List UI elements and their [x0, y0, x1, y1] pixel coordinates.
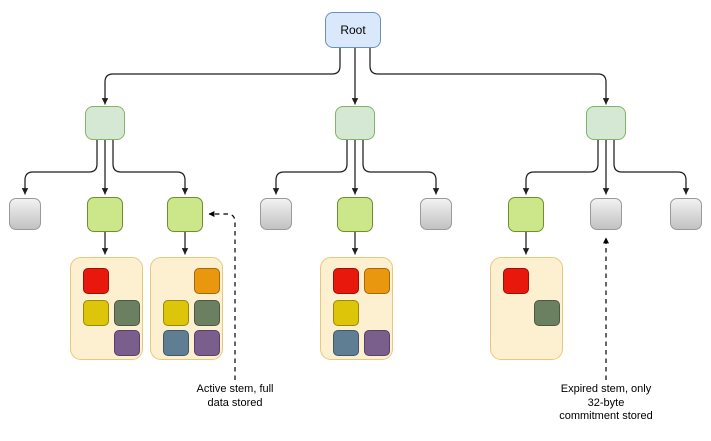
node-expired-stem-m3[interactable]	[420, 198, 452, 230]
leaf-chip[interactable]	[333, 268, 359, 294]
leaf-chip[interactable]	[194, 330, 220, 356]
node-active-stem-m2[interactable]	[337, 197, 373, 232]
leaf-group-4[interactable]	[490, 257, 563, 360]
node-expired-stem-m1[interactable]	[260, 198, 292, 230]
leaf-group-1[interactable]	[70, 257, 143, 360]
edge-branch-middle-c1	[272, 139, 348, 195]
edge-branch-right-c3	[613, 139, 690, 195]
edge-root-to-branch-left	[101, 47, 341, 105]
node-expired-stem-l1[interactable]	[9, 198, 41, 230]
leaf-chip[interactable]	[364, 268, 390, 294]
annotation-active-stem: Active stem, full data stored	[196, 383, 274, 409]
leaf-chip[interactable]	[83, 300, 109, 326]
annotation-expired-stem: Expired stem, only 32-byte commitment st…	[559, 383, 653, 422]
leaf-chip[interactable]	[83, 268, 109, 294]
leaf-chip[interactable]	[333, 300, 359, 326]
node-root[interactable]: Root	[325, 12, 381, 48]
leaf-chip[interactable]	[333, 330, 359, 356]
node-root-label: Root	[340, 23, 366, 37]
edge-root-to-branch-right	[369, 47, 610, 105]
node-expired-stem-r2[interactable]	[590, 198, 622, 230]
leaf-chip[interactable]	[163, 300, 189, 326]
leaf-chip[interactable]	[163, 330, 189, 356]
leaf-chip[interactable]	[194, 300, 220, 326]
edge-branch-left-c1	[21, 139, 98, 195]
node-expired-stem-r3[interactable]	[670, 198, 702, 230]
leaf-chip[interactable]	[114, 330, 140, 356]
node-branch-right[interactable]	[586, 106, 626, 140]
edge-branch-right-c1	[522, 139, 599, 195]
leaf-chip[interactable]	[534, 300, 560, 326]
node-branch-left[interactable]	[85, 106, 125, 140]
node-active-stem-r1[interactable]	[508, 197, 544, 232]
leaf-chip[interactable]	[194, 268, 220, 294]
leaf-chip[interactable]	[364, 330, 390, 356]
node-active-stem-l2[interactable]	[87, 197, 123, 232]
edge-branch-left-c3	[112, 139, 189, 195]
edge-branch-middle-c3	[362, 139, 440, 195]
node-active-stem-l3[interactable]	[167, 197, 203, 232]
leaf-group-3[interactable]	[320, 257, 393, 360]
node-branch-middle[interactable]	[335, 106, 375, 140]
leaf-chip[interactable]	[114, 300, 140, 326]
leaf-chip[interactable]	[503, 268, 529, 294]
leader-active-stem	[208, 211, 236, 380]
leaf-group-2[interactable]	[150, 257, 223, 360]
